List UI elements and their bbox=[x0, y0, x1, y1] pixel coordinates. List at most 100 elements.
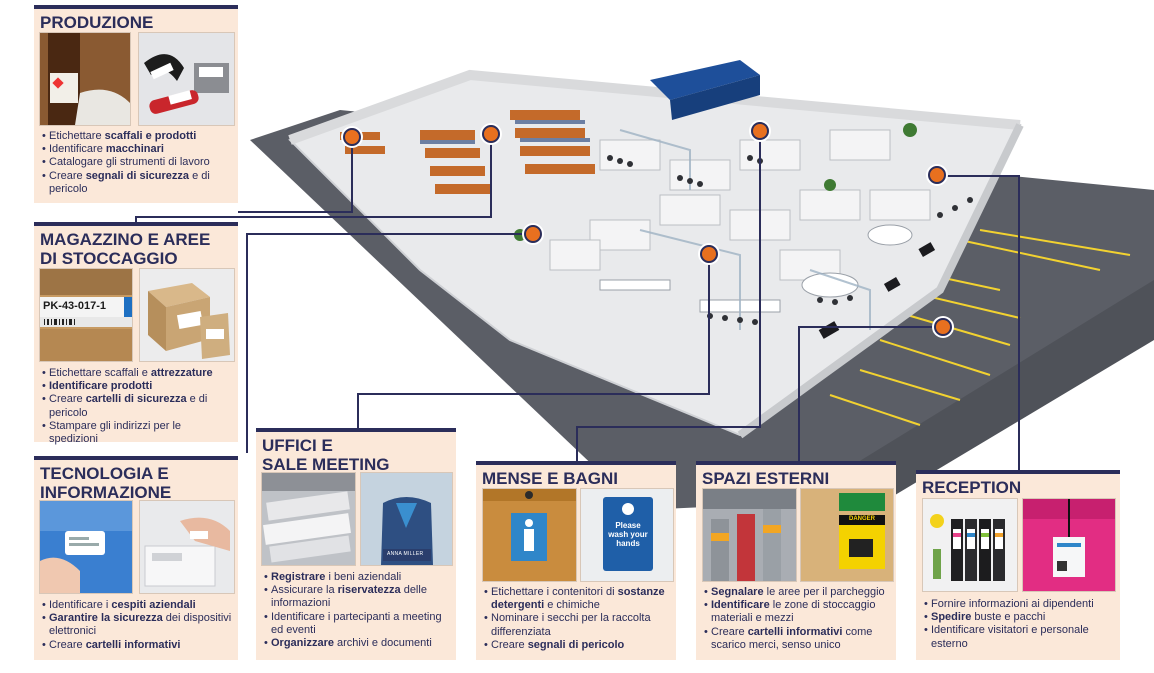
produzione-bullets: Etichettare scaffali e prodottiIdentific… bbox=[42, 130, 232, 196]
panel-title: MENSE E BAGNI bbox=[476, 461, 676, 488]
bullet-text: e chimiche bbox=[544, 599, 600, 612]
chemical-bottle-photo bbox=[39, 32, 131, 126]
printer-device-photo bbox=[139, 500, 235, 594]
wash-hands-sign-text: Please wash your hands bbox=[608, 521, 648, 548]
bullet-item: Identificare le zone di stoccaggio mater… bbox=[704, 599, 890, 625]
laptop-asset-label-photo bbox=[39, 500, 133, 594]
panel-magazzino: MAGAZZINO E AREE DI STOCCAGGIO PK-43-017… bbox=[34, 222, 238, 445]
bullet-item: Etichettare scaffali e prodotti bbox=[42, 130, 232, 143]
marker-spazi-esterni bbox=[934, 318, 952, 336]
bullet-text: le zone di stoccaggio materiali e mezzi bbox=[711, 599, 876, 625]
warning-signs-photo: DANGER bbox=[800, 488, 894, 582]
bullet-text: Identificare i bbox=[49, 599, 112, 611]
bullet-text: dei dispositivi elettronici bbox=[49, 612, 232, 638]
bullet-text: Catalogare gli strumenti di lavoro bbox=[49, 156, 210, 169]
connector-uffici-v2 bbox=[357, 393, 359, 428]
panel-tecnologia: TECNOLOGIA E INFORMAZIONE Identificare i… bbox=[34, 456, 238, 660]
visitor-badge-photo bbox=[1022, 498, 1116, 592]
bullet-text: Identificare i partecipanti a meeting ed… bbox=[271, 610, 442, 636]
bullet-text: Organizzare bbox=[271, 637, 334, 650]
bullet-text: Stampare gli indirizzi per le spedizioni bbox=[49, 419, 182, 446]
bullet-text: Creare bbox=[49, 393, 86, 406]
bullet-item: Etichettare i contenitori di sostanze de… bbox=[484, 586, 670, 612]
bullet-text: cespiti aziendali bbox=[111, 599, 196, 611]
bullet-text: Nominare i secchi per la raccolta differ… bbox=[491, 612, 651, 638]
bullet-text: Garantire la sicurezza bbox=[49, 612, 163, 625]
marker-mense bbox=[751, 122, 769, 140]
bullet-item: Creare segnali di sicurezza e di pericol… bbox=[42, 170, 232, 196]
bullet-item: Identificare macchinari bbox=[42, 143, 232, 156]
panel-mense: MENSE E BAGNI Please wash your hands Eti… bbox=[476, 461, 676, 660]
bullet-text: i beni aziendali bbox=[325, 571, 402, 583]
panel-title: PRODUZIONE bbox=[34, 5, 238, 32]
wash-hands-sign-photo: Please wash your hands bbox=[580, 488, 674, 582]
bullet-text: e di pericolo bbox=[49, 169, 210, 195]
bullet-item: Etichettare scaffali e attrezzature bbox=[42, 367, 232, 380]
panel-uffici: UFFICI E SALE MEETING ANNA MILLER Regist… bbox=[256, 428, 456, 660]
bullet-item: Registrare i beni aziendali bbox=[264, 571, 450, 584]
badge-name-text: ANNA MILLER bbox=[387, 551, 424, 557]
panel-title: UFFICI E SALE MEETING bbox=[256, 428, 456, 474]
bullet-item: Stampare gli indirizzi per le spedizioni bbox=[42, 420, 232, 446]
bullet-item: Catalogare gli strumenti di lavoro bbox=[42, 156, 232, 169]
panel-title: MAGAZZINO E AREE DI STOCCAGGIO bbox=[34, 222, 238, 268]
bullet-text: riservatezza bbox=[337, 584, 401, 597]
panel-title: RECEPTION bbox=[916, 470, 1120, 497]
reception-bullets: Fornire informazioni ai dipendentiSpedir… bbox=[924, 598, 1114, 651]
connector-magazzino-v bbox=[246, 233, 248, 453]
bullet-text: sostanze detergenti bbox=[491, 586, 665, 612]
bullet-text: Identificare prodotti bbox=[49, 380, 153, 393]
asset-tags-photo bbox=[261, 472, 356, 566]
name-badge-photo: ANNA MILLER bbox=[360, 472, 453, 566]
bullet-text: Etichettare scaffali e bbox=[49, 367, 151, 379]
shipping-boxes-photo bbox=[139, 268, 235, 362]
bullet-text: Fornire informazioni ai dipendenti bbox=[931, 598, 1094, 610]
connector-mense-h bbox=[576, 426, 761, 428]
marker-magazzino bbox=[482, 125, 500, 143]
bullet-text: Etichettare bbox=[49, 130, 105, 142]
connector-magazzino-left-v bbox=[135, 216, 137, 226]
bullet-item: Identificare i partecipanti a meeting ed… bbox=[264, 611, 450, 637]
panel-title: SPAZI ESTERNI bbox=[696, 461, 896, 488]
bullet-text: le aree per il parcheggio bbox=[763, 586, 885, 598]
connector-reception-v bbox=[1018, 175, 1020, 470]
bullet-text: cartelli informativi bbox=[747, 625, 843, 638]
bullet-text: Registrare bbox=[271, 571, 326, 583]
bullet-text: Creare bbox=[49, 638, 86, 651]
panel-title: TECNOLOGIA E INFORMAZIONE bbox=[34, 456, 238, 502]
bullet-text: Spedire bbox=[931, 611, 972, 624]
bullet-item: Assicurare la riservatezza delle informa… bbox=[264, 584, 450, 610]
bullet-item: Garantire la sicurezza dei dispositivi e… bbox=[42, 612, 232, 638]
shelf-label-photo: PK-43-017-1 bbox=[39, 268, 133, 362]
mense-bullets: Etichettare i contenitori di sostanze de… bbox=[484, 586, 670, 652]
marker-magazzino-aree bbox=[524, 225, 542, 243]
bullet-text: scaffali e prodotti bbox=[104, 130, 197, 142]
connector-magazzino-top-h bbox=[135, 216, 492, 218]
bullet-item: Creare segnali di pericolo bbox=[484, 639, 670, 652]
bullet-text: Creare bbox=[711, 625, 748, 638]
connector-uffici-v1 bbox=[708, 253, 710, 395]
bullet-item: Segnalare le aree per il parcheggio bbox=[704, 586, 890, 599]
panel-spazi-esterni: SPAZI ESTERNI DANGER Segnalare le aree p… bbox=[696, 461, 896, 660]
bullet-text: Identificare bbox=[711, 599, 770, 612]
marker-uffici bbox=[700, 245, 718, 263]
magazzino-bullets: Etichettare scaffali e attrezzatureIdent… bbox=[42, 367, 232, 446]
spazi-bullets: Segnalare le aree per il parcheggioIdent… bbox=[704, 586, 890, 652]
connector-spazi-v bbox=[798, 328, 800, 462]
bullet-text: Etichettare i contenitori di bbox=[491, 586, 618, 598]
bullet-text: e di pericolo bbox=[49, 393, 208, 419]
binders-photo bbox=[922, 498, 1018, 592]
bullet-text: attrezzature bbox=[150, 367, 213, 379]
shelf-label-text: PK-43-017-1 bbox=[43, 300, 106, 312]
restroom-door-photo bbox=[482, 488, 577, 582]
connector-produzione-v bbox=[351, 138, 353, 213]
panel-reception: RECEPTION Fornire i bbox=[916, 470, 1120, 660]
bullet-text: Creare bbox=[491, 638, 528, 651]
bollards-photo bbox=[702, 488, 797, 582]
bullet-item: Fornire informazioni ai dipendenti bbox=[924, 598, 1114, 611]
bullet-item: Identificare prodotti bbox=[42, 380, 232, 393]
connector-uffici-h bbox=[357, 393, 710, 395]
bullet-item: Creare cartelli di sicurezza e di perico… bbox=[42, 393, 232, 419]
bullet-text: delle informazioni bbox=[271, 584, 427, 610]
bullet-text: buste e pacchi bbox=[971, 611, 1046, 624]
